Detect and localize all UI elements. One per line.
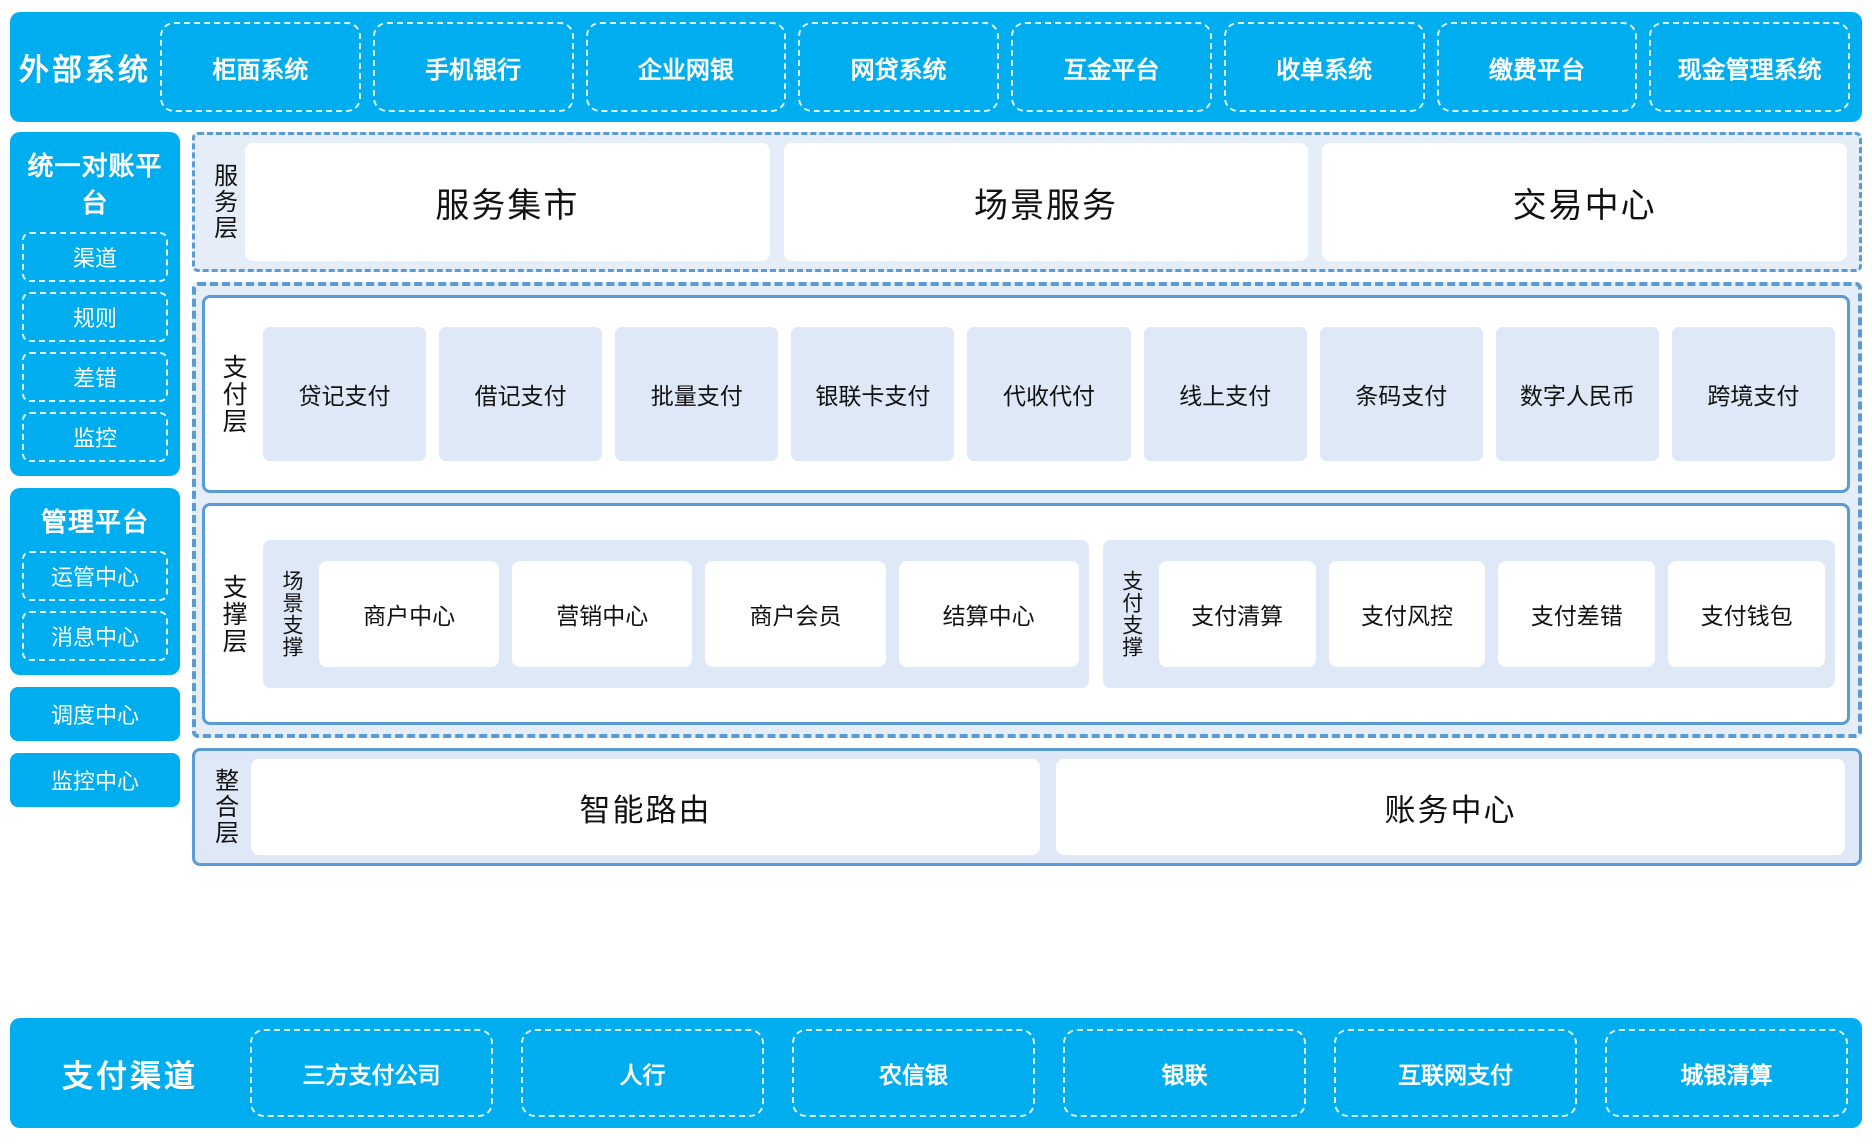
payment-layer-card-list: 贷记支付 借记支付 批量支付 银联卡支付 代收代付 线上支付 条码支付 数字人民… <box>263 327 1835 461</box>
external-system-chip[interactable]: 缴费平台 <box>1436 22 1638 112</box>
paysupport-card-risk-control[interactable]: 支付风控 <box>1328 561 1486 667</box>
payment-channel-bar: 支付渠道 三方支付公司 人行 农信银 银联 互联网支付 城银清算 <box>10 1018 1862 1128</box>
reconciliation-item-rule[interactable]: 规则 <box>22 292 168 342</box>
payment-layer-label: 支付层 <box>219 353 248 435</box>
reconciliation-item-error[interactable]: 差错 <box>22 352 168 402</box>
external-system-chip[interactable]: 现金管理系统 <box>1649 22 1850 112</box>
scene-card-marketing-center[interactable]: 营销中心 <box>512 561 693 667</box>
channel-chip-pboc[interactable]: 人行 <box>521 1029 764 1117</box>
payment-card-collection-payment[interactable]: 代收代付 <box>967 327 1131 461</box>
payment-support-label: 支付支撑 <box>1119 570 1143 658</box>
payment-support-card-list: 支付清算 支付风控 支付差错 支付钱包 <box>1158 561 1825 667</box>
external-systems-chip-list: 柜面系统 手机银行 企业网银 网贷系统 互金平台 收单系统 缴费平台 现金管理系… <box>160 22 1850 112</box>
external-system-chip[interactable]: 柜面系统 <box>160 22 361 112</box>
middle-section: 统一对账平台 渠道 规则 差错 监控 管理平台 运管中心 消息中心 调度中心 监… <box>10 132 1862 1006</box>
reconciliation-item-channel[interactable]: 渠道 <box>22 232 168 282</box>
support-layer-panel: 支撑层 场景支撑 商户中心 营销中心 商户会员 结算中心 <box>202 503 1850 725</box>
payment-card-credit[interactable]: 贷记支付 <box>263 327 427 461</box>
monitoring-center-card[interactable]: 监控中心 <box>10 753 180 807</box>
reconciliation-platform-card: 统一对账平台 渠道 规则 差错 监控 <box>10 132 180 476</box>
payment-card-online[interactable]: 线上支付 <box>1143 327 1307 461</box>
integration-card-accounting-center[interactable]: 账务中心 <box>1056 759 1845 855</box>
external-system-chip[interactable]: 手机银行 <box>372 22 574 112</box>
management-platform-title: 管理平台 <box>40 507 149 537</box>
scene-card-merchant-center[interactable]: 商户中心 <box>319 561 500 667</box>
paysupport-card-wallet[interactable]: 支付钱包 <box>1668 561 1825 667</box>
service-layer-card-list: 服务集市 场景服务 交易中心 <box>245 143 1848 261</box>
payment-card-digital-rmb[interactable]: 数字人民币 <box>1495 327 1659 461</box>
payment-card-unionpay[interactable]: 银联卡支付 <box>791 327 955 461</box>
management-item-operations-center[interactable]: 运管中心 <box>22 551 168 601</box>
reconciliation-item-monitor[interactable]: 监控 <box>22 412 168 462</box>
channel-chip-internet-payment[interactable]: 互联网支付 <box>1334 1029 1577 1117</box>
service-card-transaction-center[interactable]: 交易中心 <box>1322 143 1848 261</box>
payment-channel-title: 支付渠道 <box>62 1058 198 1094</box>
service-card-marketplace[interactable]: 服务集市 <box>245 143 770 261</box>
management-item-message-center[interactable]: 消息中心 <box>22 611 168 661</box>
integration-layer-panel: 整合层 智能路由 账务中心 <box>192 748 1862 866</box>
integration-layer-card-list: 智能路由 账务中心 <box>251 759 1845 855</box>
channel-chip-city-bank-clearing[interactable]: 城银清算 <box>1605 1029 1848 1117</box>
payment-support-wrapper: 支付层 贷记支付 借记支付 批量支付 银联卡支付 代收代付 线上支付 条码支付 … <box>192 282 1862 738</box>
payment-card-cross-border[interactable]: 跨境支付 <box>1671 327 1835 461</box>
external-systems-bar: 外部系统 柜面系统 手机银行 企业网银 网贷系统 互金平台 收单系统 缴费平台 … <box>10 12 1862 122</box>
management-platform-card: 管理平台 运管中心 消息中心 <box>10 488 180 675</box>
payment-card-debit[interactable]: 借记支付 <box>439 327 603 461</box>
external-system-chip[interactable]: 网贷系统 <box>798 22 999 112</box>
scene-support-card-list: 商户中心 营销中心 商户会员 结算中心 <box>319 561 1079 667</box>
service-layer-label: 服务层 <box>209 163 237 241</box>
service-layer-panel: 服务层 服务集市 场景服务 交易中心 <box>192 132 1862 272</box>
paysupport-card-error-handling[interactable]: 支付差错 <box>1498 561 1656 667</box>
left-rail: 统一对账平台 渠道 规则 差错 监控 管理平台 运管中心 消息中心 调度中心 监… <box>10 132 180 1006</box>
paysupport-card-clearing[interactable]: 支付清算 <box>1158 561 1316 667</box>
service-card-scenario[interactable]: 场景服务 <box>783 143 1309 261</box>
payment-support-group: 支付支撑 支付清算 支付风控 支付差错 支付钱包 <box>1102 540 1835 688</box>
support-layer-label: 支撑层 <box>219 573 248 655</box>
support-layer-groups: 场景支撑 商户中心 营销中心 商户会员 结算中心 支付支撑 支付清算 <box>263 540 1835 688</box>
external-system-chip[interactable]: 收单系统 <box>1223 22 1425 112</box>
integration-layer-label: 整合层 <box>210 768 238 846</box>
external-system-chip[interactable]: 互金平台 <box>1011 22 1212 112</box>
integration-card-smart-routing[interactable]: 智能路由 <box>251 759 1040 855</box>
scene-card-merchant-member[interactable]: 商户会员 <box>705 561 886 667</box>
scene-support-label: 场景支撑 <box>280 570 304 658</box>
channel-chip-unionpay[interactable]: 银联 <box>1063 1029 1306 1117</box>
layer-stack: 服务层 服务集市 场景服务 交易中心 支付层 贷记支付 借记支付 批量支付 银联… <box>192 132 1862 1006</box>
payment-card-batch[interactable]: 批量支付 <box>615 327 779 461</box>
scene-support-group: 场景支撑 商户中心 营销中心 商户会员 结算中心 <box>263 540 1089 688</box>
scene-card-settlement-center[interactable]: 结算中心 <box>898 561 1079 667</box>
channel-chip-third-party[interactable]: 三方支付公司 <box>250 1029 493 1117</box>
payment-layer-panel: 支付层 贷记支付 借记支付 批量支付 银联卡支付 代收代付 线上支付 条码支付 … <box>202 295 1850 493</box>
channel-chip-rcc[interactable]: 农信银 <box>792 1029 1035 1117</box>
payment-channel-chip-list: 三方支付公司 人行 农信银 银联 互联网支付 城银清算 <box>250 1029 1848 1117</box>
external-system-chip[interactable]: 企业网银 <box>585 22 787 112</box>
external-systems-title: 外部系统 <box>19 54 151 87</box>
scheduling-center-card[interactable]: 调度中心 <box>10 687 180 741</box>
payment-card-barcode[interactable]: 条码支付 <box>1319 327 1483 461</box>
reconciliation-platform-title: 统一对账平台 <box>27 151 163 218</box>
